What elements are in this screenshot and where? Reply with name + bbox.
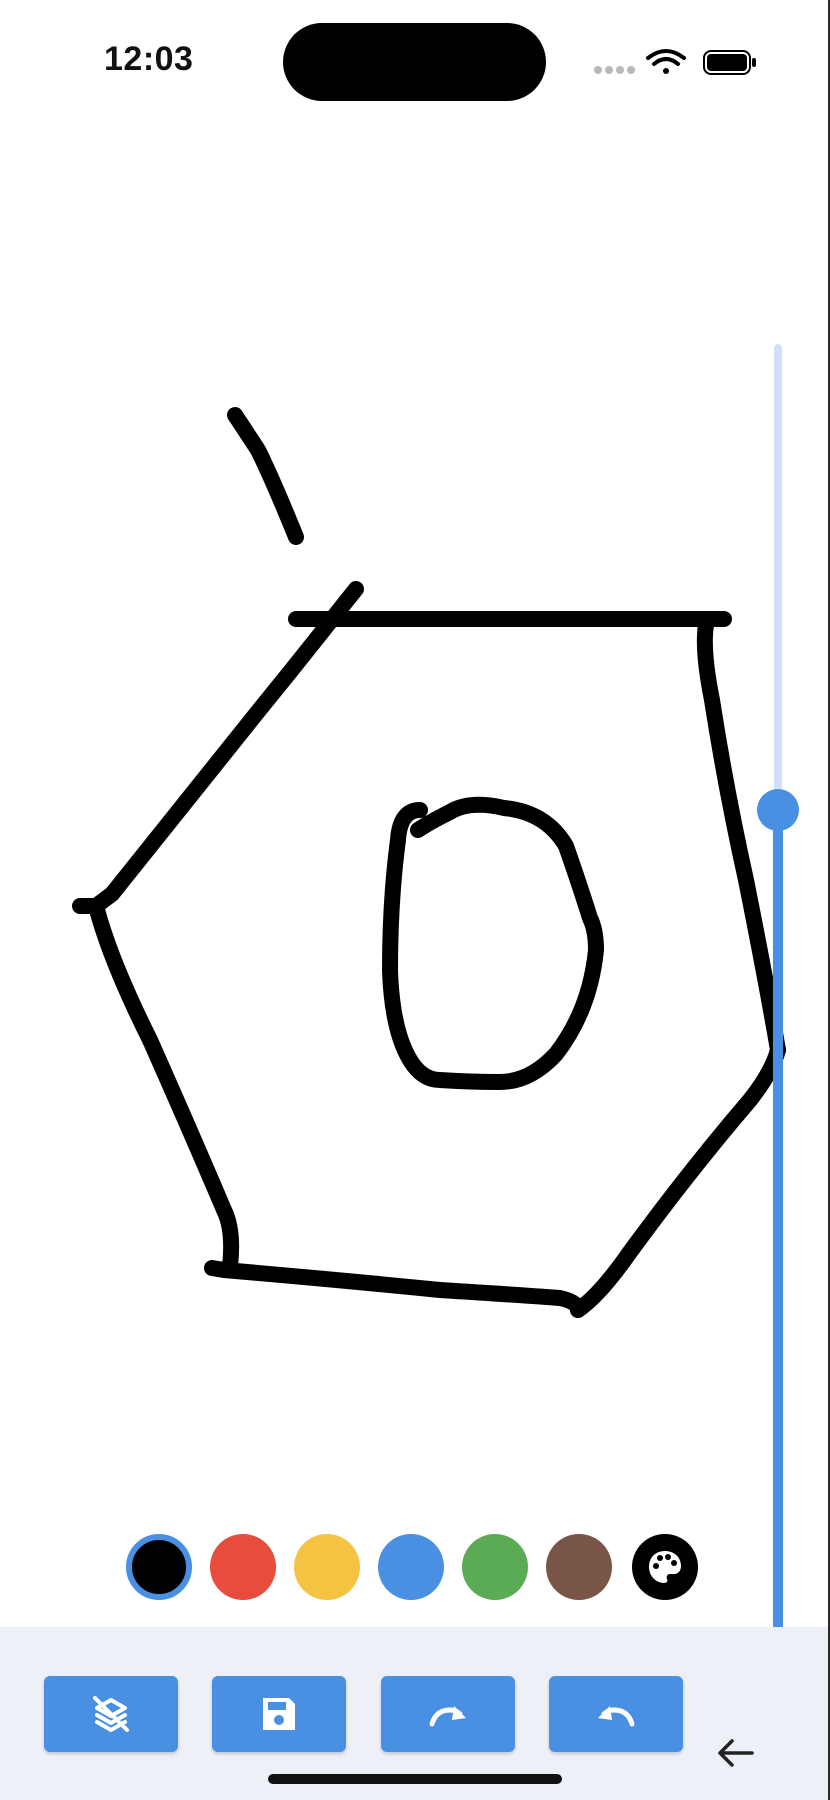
redo-button[interactable] xyxy=(381,1676,515,1752)
battery-icon xyxy=(703,50,756,75)
slider-track-active xyxy=(773,810,783,1728)
arrow-back-icon xyxy=(718,1739,754,1767)
bottom-toolbar xyxy=(0,1627,828,1800)
drawing-canvas[interactable] xyxy=(0,120,828,1490)
stroke-hexagon-right xyxy=(696,617,786,1058)
cellular-signal-icon xyxy=(594,66,635,74)
color-swatch-red[interactable] xyxy=(210,1534,276,1600)
stroke-hexagon-bottom xyxy=(204,1260,586,1318)
back-button[interactable] xyxy=(714,1733,758,1773)
save-button[interactable] xyxy=(212,1676,346,1752)
clear-layers-button[interactable] xyxy=(44,1676,178,1752)
color-swatch-blue[interactable] xyxy=(378,1534,444,1600)
color-swatch-yellow[interactable] xyxy=(294,1534,360,1600)
stroke-width-slider[interactable] xyxy=(752,340,804,1728)
color-swatch-green[interactable] xyxy=(462,1534,528,1600)
stroke-short-line xyxy=(227,407,304,545)
slider-thumb[interactable] xyxy=(757,789,799,831)
color-palette xyxy=(126,1534,706,1604)
status-icons xyxy=(592,46,762,78)
screen-edge xyxy=(828,0,830,1800)
layers-clear-icon xyxy=(93,1696,129,1732)
stroke-hexagon-left xyxy=(72,898,240,1274)
color-swatch-brown[interactable] xyxy=(546,1534,612,1600)
redo-icon xyxy=(429,1706,466,1727)
undo-button[interactable] xyxy=(549,1676,683,1752)
home-indicator[interactable] xyxy=(268,1774,562,1784)
save-icon xyxy=(263,1698,295,1730)
slider-track-inactive xyxy=(774,344,782,810)
dynamic-island xyxy=(283,23,546,101)
stroke-circle xyxy=(382,796,604,1090)
status-time: 12:03 xyxy=(104,40,194,78)
stroke-hexagon-upper-left xyxy=(88,581,364,914)
color-swatch-black[interactable] xyxy=(126,1534,192,1600)
stroke-hexagon-lower-right xyxy=(570,1042,786,1318)
palette-icon xyxy=(649,1551,681,1583)
undo-icon xyxy=(598,1706,635,1727)
wifi-icon xyxy=(646,49,686,74)
canvas-strokes xyxy=(72,407,786,1318)
custom-color-picker-button[interactable] xyxy=(632,1534,698,1600)
